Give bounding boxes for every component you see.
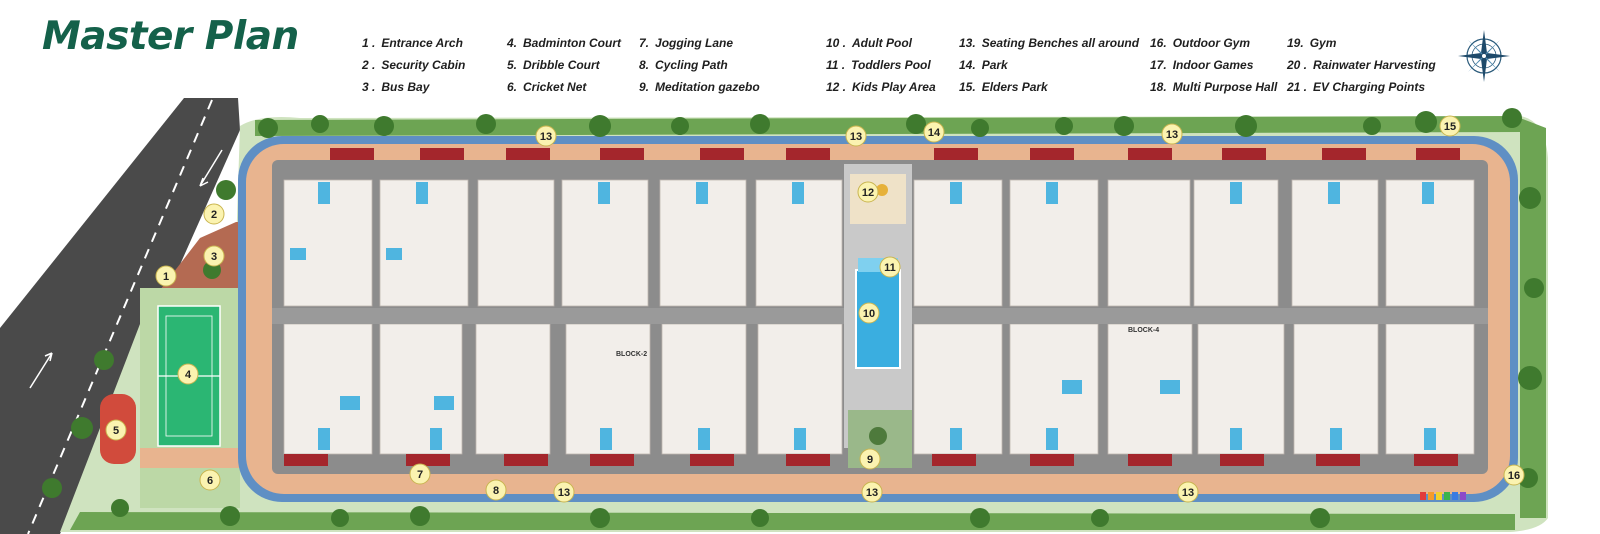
marker-2[interactable]: 2 — [203, 203, 225, 225]
kids-play-area — [850, 174, 906, 224]
hedge-top — [255, 116, 1522, 136]
svg-text:13: 13 — [540, 131, 552, 143]
marker-8[interactable]: 8 — [485, 479, 507, 501]
legend-item: 11 .Toddlers Pool — [826, 58, 931, 72]
legend-item: 6.Cricket Net — [507, 80, 587, 94]
svg-text:12: 12 — [862, 187, 874, 199]
marker-13[interactable]: 13 — [845, 125, 867, 147]
marker-13[interactable]: 13 — [553, 481, 575, 503]
svg-text:10: 10 — [863, 308, 875, 320]
svg-text:6: 6 — [207, 475, 213, 487]
legend-item: 15.Elders Park — [959, 80, 1048, 94]
svg-text:5: 5 — [113, 425, 119, 437]
legend-item: 7.Jogging Lane — [639, 36, 734, 50]
hedge-right — [1520, 118, 1546, 518]
ev-charging-points — [1420, 492, 1466, 500]
block-north — [283, 179, 1475, 307]
legend-item: 8.Cycling Path — [639, 58, 728, 72]
unit-labels-north — [330, 148, 1460, 160]
legend-item: 18.Multi Purpose Hall — [1150, 80, 1278, 94]
marker-16[interactable]: 16 — [1503, 464, 1525, 486]
unit-labels-south — [284, 454, 1458, 466]
svg-text:11: 11 — [884, 262, 896, 274]
legend-item: 2 .Security Cabin — [362, 58, 466, 72]
svg-text:14: 14 — [928, 127, 941, 139]
play-equipment-icon — [876, 184, 888, 196]
legend-item: 3 .Bus Bay — [362, 80, 430, 94]
svg-text:15: 15 — [1444, 121, 1456, 133]
marker-3[interactable]: 3 — [203, 245, 225, 267]
marker-7[interactable]: 7 — [409, 463, 431, 485]
legend-item: 14.Park — [959, 58, 1008, 72]
marker-5[interactable]: 5 — [105, 419, 127, 441]
marker-11[interactable]: 11 — [879, 256, 901, 278]
marker-13[interactable]: 13 — [1161, 123, 1183, 145]
block-label: BLOCK-2 — [616, 351, 647, 358]
road-centerline — [27, 99, 213, 534]
marker-4[interactable]: 4 — [177, 363, 199, 385]
legend-item: 9.Meditation gazebo — [639, 80, 760, 94]
legend-item: 21 .EV Charging Points — [1287, 80, 1426, 94]
room-accents — [290, 182, 1436, 450]
block-label: BLOCK-4 — [1128, 327, 1159, 334]
svg-text:8: 8 — [493, 485, 499, 497]
legend-item: 4.Badminton Court — [507, 36, 622, 50]
legend-item: 19.Gym — [1287, 36, 1337, 50]
legend-item: 5.Dribble Court — [507, 58, 600, 72]
svg-text:13: 13 — [558, 487, 570, 499]
svg-text:13: 13 — [1182, 487, 1194, 499]
svg-text:13: 13 — [1166, 129, 1178, 141]
marker-9[interactable]: 9 — [859, 448, 881, 470]
svg-text:9: 9 — [867, 454, 873, 466]
road-arrow-icon — [29, 149, 223, 389]
svg-text:16: 16 — [1508, 470, 1520, 482]
marker-6[interactable]: 6 — [199, 469, 221, 491]
marker-15[interactable]: 15 — [1439, 115, 1461, 137]
legend-item: 13.Seating Benches all around — [959, 36, 1140, 50]
marker-14[interactable]: 14 — [923, 121, 945, 143]
marker-13[interactable]: 13 — [861, 481, 883, 503]
block-south — [283, 323, 1475, 455]
legend-item: 20 .Rainwater Harvesting — [1287, 58, 1436, 72]
marker-13[interactable]: 13 — [535, 125, 557, 147]
site-map: BLOCK-2 BLOCK-4 1 2 3 4 5 6 7 8 9 10 11 … — [0, 98, 1548, 534]
marker-1[interactable]: 1 — [155, 265, 177, 287]
court-lines — [165, 315, 213, 437]
legend-item: 16.Outdoor Gym — [1150, 36, 1251, 50]
legend-item: 1 .Entrance Arch — [362, 36, 463, 50]
svg-text:2: 2 — [211, 209, 217, 221]
cricket-net — [140, 448, 250, 468]
svg-text:3: 3 — [211, 251, 217, 263]
tree-icons — [42, 108, 1544, 528]
svg-text:13: 13 — [866, 487, 878, 499]
meditation-gazebo — [869, 427, 887, 445]
page-title: Master Plan — [42, 14, 299, 59]
hedge-bottom — [70, 512, 1515, 530]
svg-text:1: 1 — [163, 271, 169, 283]
legend-item: 17.Indoor Games — [1150, 58, 1254, 72]
compass-rose-icon — [1458, 30, 1510, 82]
legend-item: 12 .Kids Play Area — [826, 80, 936, 94]
svg-text:7: 7 — [417, 469, 423, 481]
legend-item: 10 .Adult Pool — [826, 36, 913, 50]
svg-text:13: 13 — [850, 131, 862, 143]
marker-13[interactable]: 13 — [1177, 481, 1199, 503]
marker-12[interactable]: 12 — [857, 181, 879, 203]
marker-10[interactable]: 10 — [858, 302, 880, 324]
svg-text:4: 4 — [185, 369, 192, 381]
